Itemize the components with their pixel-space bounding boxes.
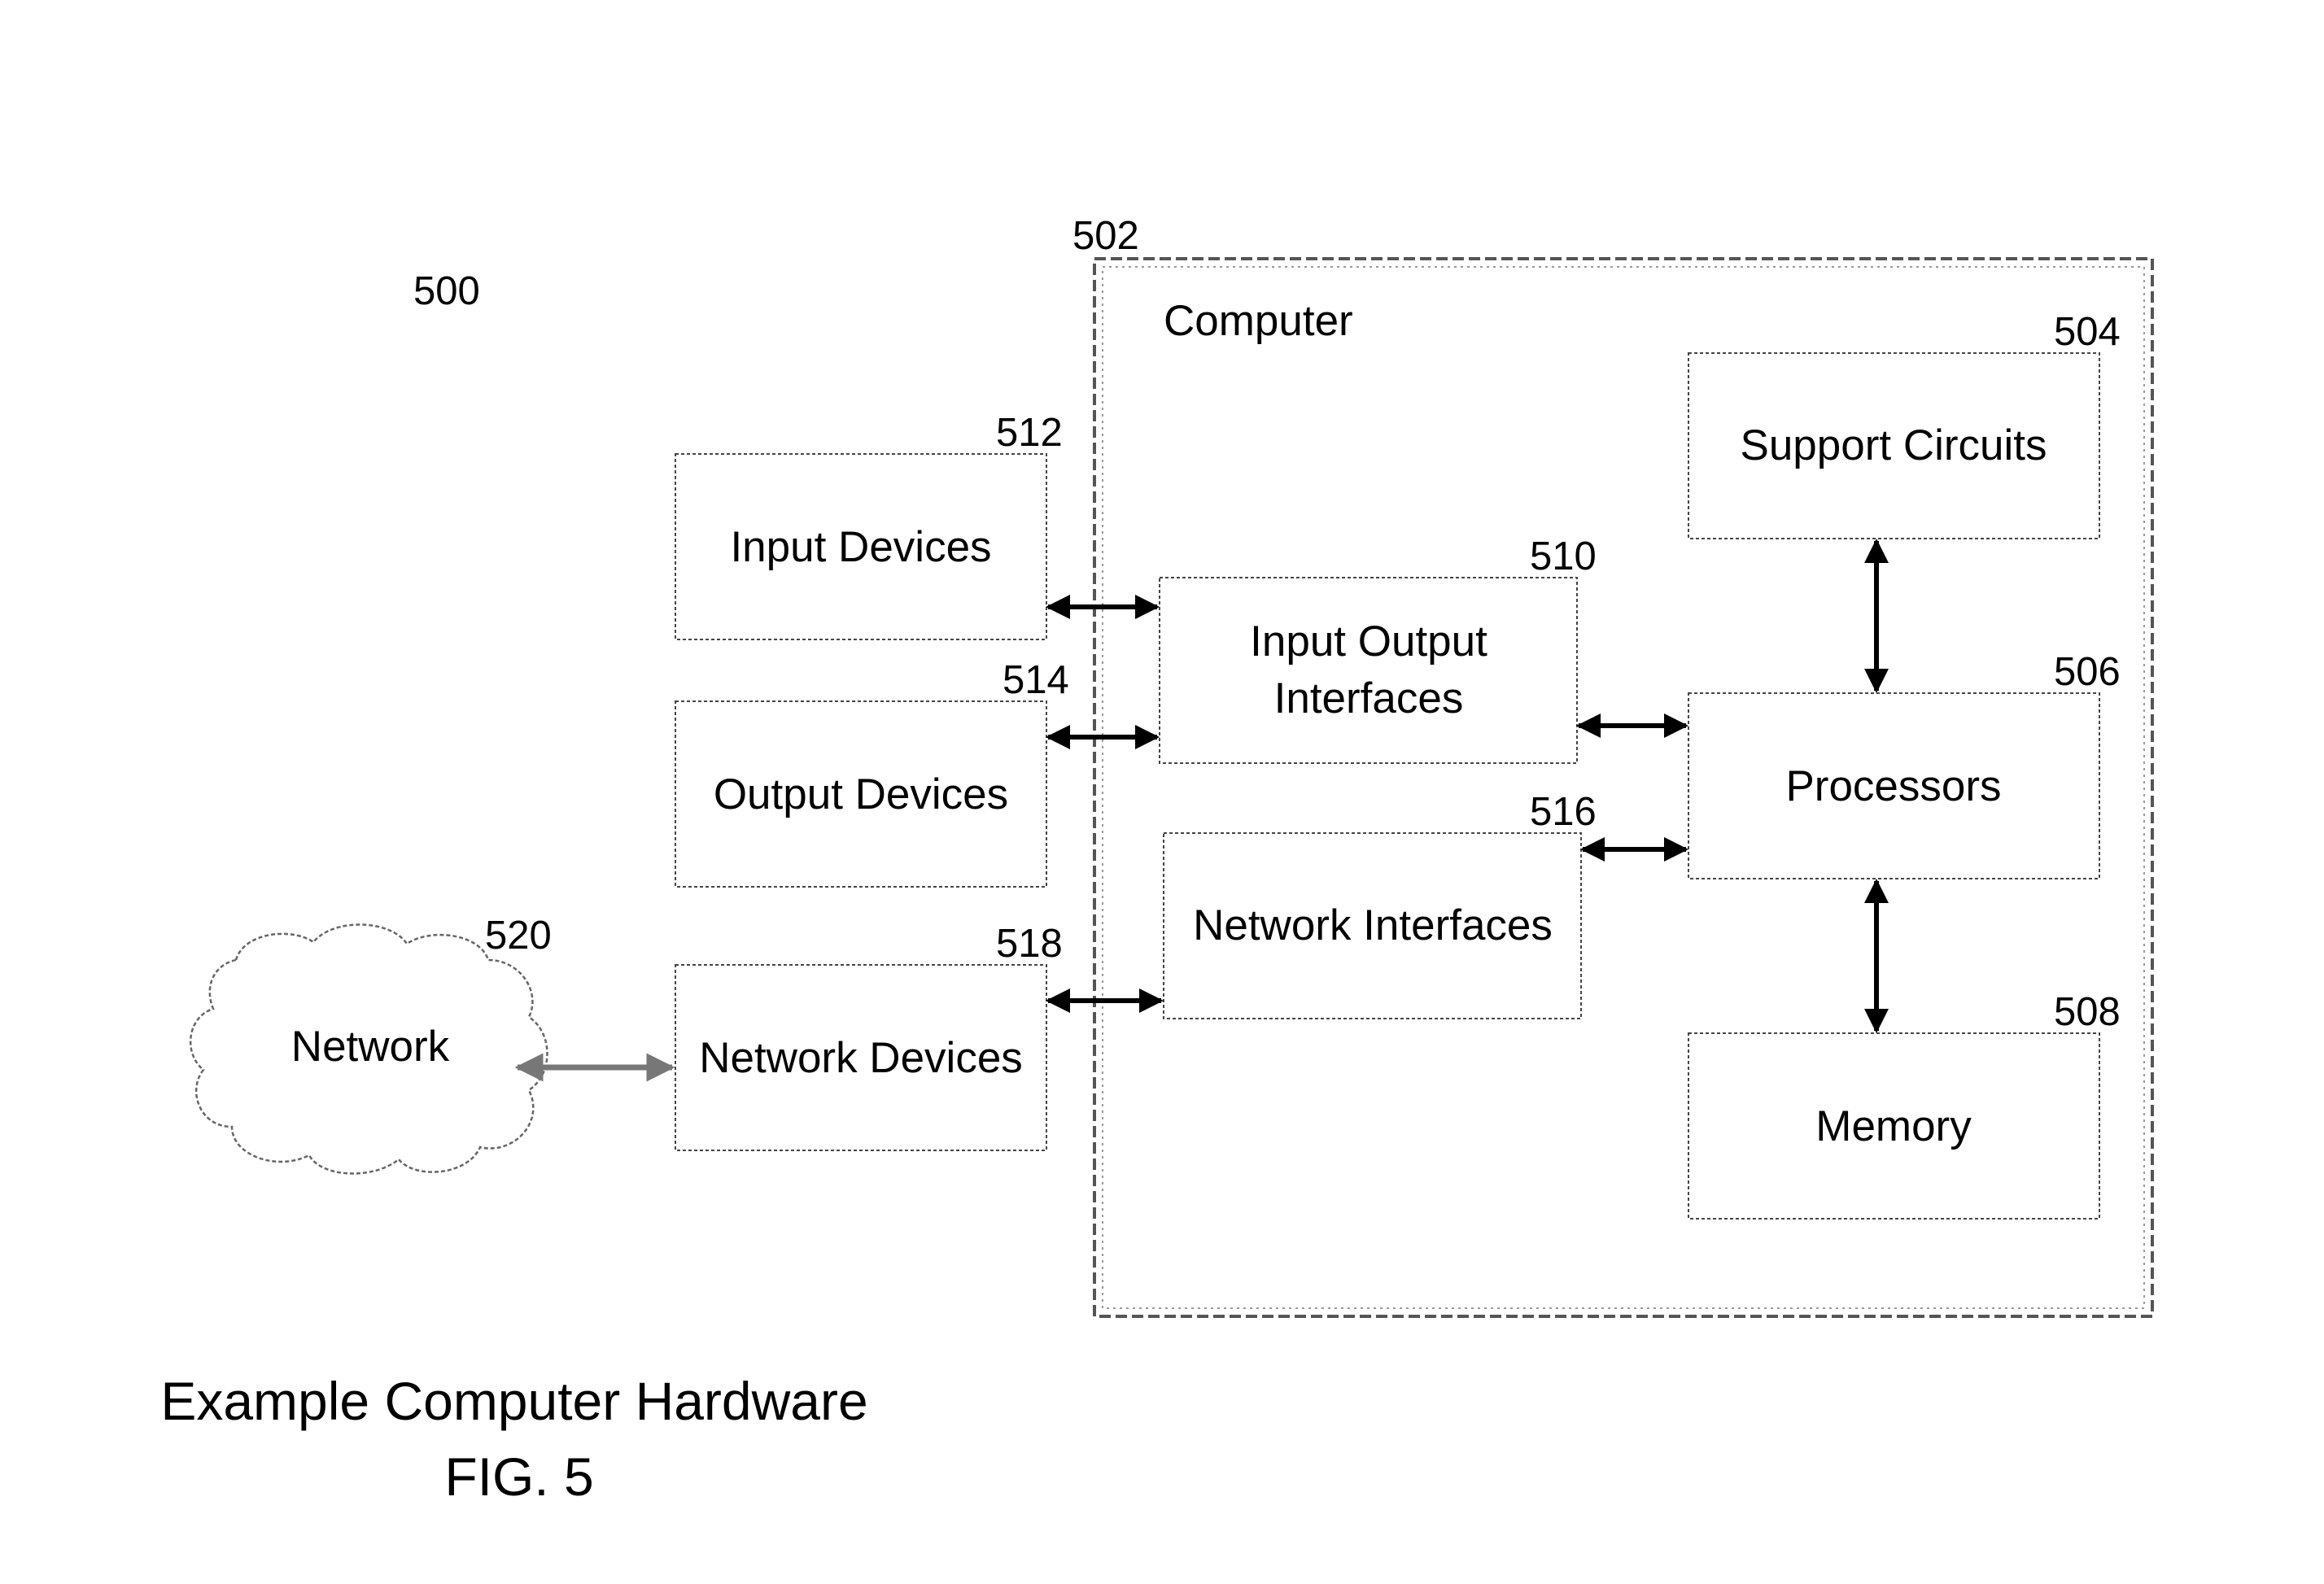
figure-caption-title: Example Computer Hardware bbox=[160, 1371, 867, 1431]
computer-label: Computer bbox=[1164, 297, 1353, 345]
io-interfaces-block: 510 Input Output Interfaces bbox=[1160, 535, 1597, 763]
network-devices-block: 518 Network Devices bbox=[675, 922, 1063, 1150]
input-devices-label: Input Devices bbox=[730, 523, 991, 571]
network-devices-label: Network Devices bbox=[699, 1034, 1023, 1082]
output-devices-ref-number: 514 bbox=[1003, 658, 1069, 702]
support-circuits-ref-number: 504 bbox=[2054, 310, 2121, 354]
network-ref-number: 520 bbox=[485, 914, 552, 958]
network-interfaces-block: 516 Network Interfaces bbox=[1164, 790, 1597, 1019]
network-interfaces-ref-number: 516 bbox=[1530, 790, 1597, 834]
memory-block: 508 Memory bbox=[1688, 990, 2121, 1219]
network-label: Network bbox=[291, 1023, 450, 1071]
figure-caption-number: FIG. 5 bbox=[444, 1447, 593, 1507]
figure-ref-number: 500 bbox=[413, 269, 480, 313]
output-devices-label: Output Devices bbox=[714, 770, 1008, 818]
processors-label: Processors bbox=[1785, 762, 2001, 810]
support-circuits-block: 504 Support Circuits bbox=[1688, 310, 2121, 539]
network-devices-ref-number: 518 bbox=[996, 922, 1063, 966]
network-interfaces-label: Network Interfaces bbox=[1193, 901, 1553, 949]
input-devices-block: 512 Input Devices bbox=[675, 411, 1063, 639]
output-devices-block: 514 Output Devices bbox=[675, 658, 1069, 887]
support-circuits-label: Support Circuits bbox=[1740, 421, 2047, 469]
io-interfaces-label-line2: Interfaces bbox=[1274, 674, 1464, 722]
processors-block: 506 Processors bbox=[1688, 650, 2121, 879]
processors-ref-number: 506 bbox=[2054, 650, 2121, 694]
network-cloud: 520 Network bbox=[190, 914, 552, 1173]
memory-ref-number: 508 bbox=[2054, 990, 2121, 1034]
memory-label: Memory bbox=[1815, 1102, 1972, 1150]
input-devices-ref-number: 512 bbox=[996, 411, 1063, 455]
io-interfaces-ref-number: 510 bbox=[1530, 535, 1597, 578]
computer-ref-number: 502 bbox=[1072, 214, 1139, 258]
io-interfaces-label-line1: Input Output bbox=[1250, 617, 1487, 665]
